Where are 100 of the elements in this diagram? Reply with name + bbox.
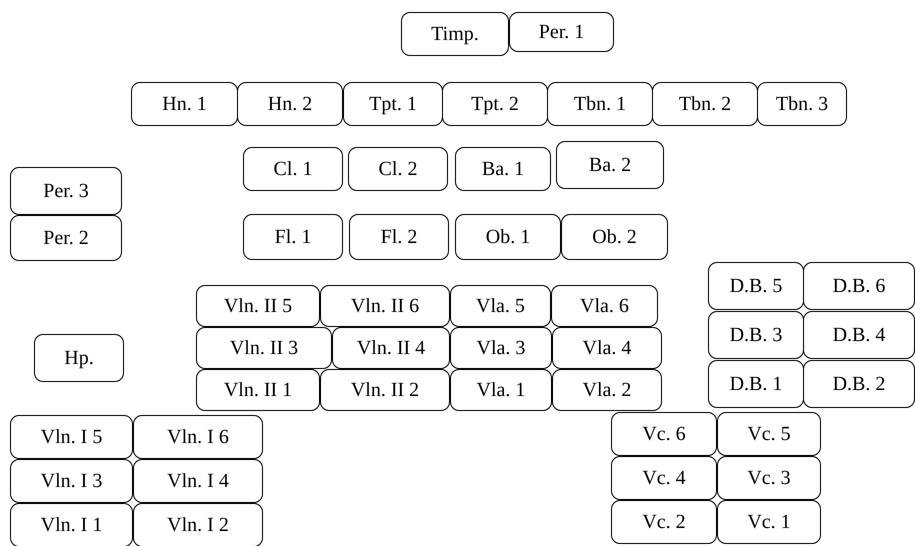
- seat-label: Ob. 1: [486, 226, 530, 248]
- seat-box: [401, 12, 509, 56]
- seat-label: Vln. I 1: [40, 514, 102, 536]
- seat-label: Vln. II 2: [350, 378, 420, 402]
- seat-box: [611, 500, 717, 544]
- seat-box: [442, 82, 548, 126]
- seat-box: [611, 456, 717, 500]
- seat-label: D.B. 6: [832, 274, 886, 298]
- seat-box: [320, 369, 450, 411]
- seat-label: Cl. 2: [378, 158, 418, 180]
- seat-label: Ba. 1: [482, 158, 524, 180]
- seat-label: Tbn. 1: [574, 92, 626, 116]
- seat-box: [10, 215, 122, 261]
- seat-box: [455, 147, 551, 191]
- seat-box: [133, 503, 263, 546]
- seat-label: Vla. 6: [580, 294, 629, 318]
- seat-box: [243, 147, 343, 191]
- seat-box: [455, 214, 561, 260]
- seat-label: D.B. 5: [730, 274, 782, 298]
- seat-label: Vln. I 2: [167, 514, 229, 536]
- seat-label: Vc. 3: [747, 466, 791, 490]
- seat-box: [196, 369, 320, 411]
- seat-label: Vc. 2: [642, 510, 686, 534]
- seat-label: Fl. 1: [274, 226, 312, 248]
- seat-box: [10, 167, 122, 215]
- seat-label: Per. 2: [43, 226, 89, 250]
- seat-box: [343, 82, 443, 126]
- seat-box: [450, 369, 552, 411]
- seat-box: [10, 503, 133, 546]
- seat-label: Vln. II 5: [224, 294, 292, 318]
- seat-label: Tbn. 2: [678, 92, 732, 116]
- seat-label: Vc. 1: [747, 510, 791, 534]
- seat-box: [708, 360, 804, 408]
- seat-box: [652, 82, 758, 126]
- seat-label: Cl. 1: [274, 158, 312, 180]
- seat-box: [10, 459, 133, 503]
- seat-label: Timp.: [431, 22, 479, 46]
- seat-box: [348, 147, 448, 191]
- seat-box: [803, 311, 915, 359]
- seat-box: [708, 311, 804, 359]
- seat-label: Vln. II 6: [350, 294, 420, 318]
- seat-label: Vln. II 1: [224, 378, 292, 402]
- seat-box: [196, 327, 332, 369]
- seat-box: [131, 82, 238, 126]
- seat-label: Ob. 2: [592, 226, 637, 248]
- seat-label: Hp.: [64, 346, 94, 370]
- seat-box: [717, 500, 821, 544]
- seat-label: D.B. 2: [832, 372, 886, 396]
- seat-box: [552, 327, 662, 369]
- seat-label: Hn. 1: [162, 92, 207, 116]
- seat-box: [450, 327, 552, 369]
- seat-label: Tbn. 3: [776, 92, 828, 116]
- seat-label: D.B. 3: [730, 324, 782, 346]
- seat-box: [133, 459, 263, 503]
- seat-label: Vln. I 6: [167, 426, 229, 448]
- seat-label: Vln. I 4: [167, 470, 229, 492]
- seat-label: Ba. 2: [588, 154, 632, 176]
- seat-box: [10, 415, 133, 459]
- seat-label: Vc. 6: [642, 422, 686, 446]
- seat-label: Fl. 2: [380, 226, 418, 248]
- seat-box: [803, 360, 915, 408]
- seat-box: [561, 214, 668, 260]
- seat-box: [547, 82, 653, 126]
- seat-label: D.B. 4: [832, 324, 886, 346]
- seat-label: Vln. I 3: [40, 470, 102, 492]
- seat-box: [803, 262, 915, 310]
- seat-box: [717, 412, 821, 456]
- seat-label: Vla. 5: [476, 294, 525, 318]
- seat-box: [332, 327, 450, 369]
- seat-box: [509, 12, 614, 52]
- seat-label: Vln. II 4: [356, 336, 426, 360]
- seat-box: [708, 262, 804, 310]
- seat-label: Tpt. 1: [369, 92, 417, 116]
- seat-box: [133, 415, 263, 459]
- seat-box: [320, 285, 450, 327]
- seat-label: Vln. I 5: [40, 426, 102, 448]
- seat-box: [349, 214, 449, 260]
- seat-box: [34, 334, 124, 382]
- seat-box: [757, 82, 847, 126]
- seat-box: [551, 285, 658, 327]
- seat-box: [196, 285, 320, 327]
- seat-label: Per. 3: [43, 180, 89, 202]
- seat-label: Vla. 2: [582, 378, 632, 402]
- seat-label: D.B. 1: [730, 372, 782, 396]
- seat-label: Per. 1: [538, 20, 584, 44]
- seat-box: [717, 456, 821, 500]
- seat-box: [450, 285, 551, 327]
- seat-box: [556, 141, 664, 189]
- seat-label: Vla. 1: [476, 378, 526, 402]
- seat-label: Vc. 4: [642, 466, 686, 490]
- seat-label: Hn. 2: [268, 92, 312, 116]
- seat-label: Vln. II 3: [230, 336, 298, 360]
- seat-box: [611, 412, 717, 456]
- seat-box: [237, 82, 343, 126]
- seat-label: Vla. 4: [582, 336, 632, 360]
- seat-box: [552, 369, 662, 411]
- seat-label: Tpt. 2: [471, 92, 519, 116]
- seat-box: [243, 214, 343, 260]
- seat-label: Vla. 3: [476, 336, 526, 360]
- seat-label: Vc. 5: [747, 422, 791, 446]
